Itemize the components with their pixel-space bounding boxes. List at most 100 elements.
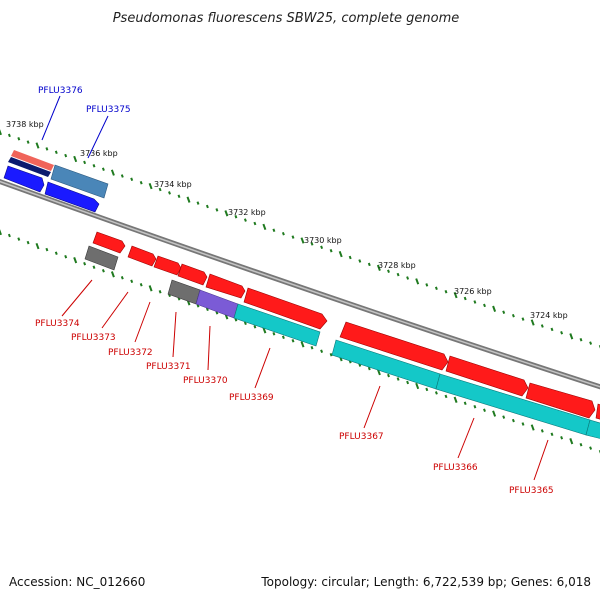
feature-cyan-1[interactable] [233,303,321,347]
major-tick [224,210,229,217]
minor-tick [444,394,448,399]
minor-tick [272,332,276,336]
minor-tick [168,191,171,195]
minor-tick [158,187,162,192]
minor-tick [92,265,96,269]
feature-red-9[interactable] [525,382,596,419]
minor-tick [243,218,247,222]
minor-tick [83,160,87,165]
major-tick [569,333,574,340]
major-tick [415,278,420,285]
major-tick [300,341,305,348]
feature-blue-arrow-1[interactable] [3,165,45,193]
minor-tick [483,303,486,308]
feature-grey-2[interactable] [167,279,201,305]
major-tick [0,228,2,236]
gene-label-forward[interactable]: PFLU3370 [183,376,228,386]
minor-tick [120,174,124,178]
minor-tick [387,373,390,378]
scale-ticks-inner [0,228,600,454]
minor-tick [253,325,257,329]
minor-tick [54,251,58,255]
forward-strand-features [92,231,600,422]
feature-red-3[interactable] [153,255,182,276]
major-tick [376,368,381,376]
feature-red-7[interactable] [339,321,449,371]
minor-tick [281,231,285,236]
gene-label-forward[interactable]: PFLU3367 [339,432,384,442]
minor-tick [550,327,554,332]
minor-tick [560,331,564,335]
feature-cyan-4[interactable] [585,419,600,441]
minor-tick [367,262,371,267]
feature-red-2[interactable] [127,245,157,267]
minor-tick [463,401,467,406]
gene-label-forward[interactable]: PFLU3373 [71,333,116,343]
minor-tick [550,432,554,437]
minor-tick [7,133,11,138]
major-tick [492,305,497,312]
genome-summary-text: Topology: circular; Length: 6,722,539 bp… [260,575,591,589]
minor-tick [26,140,30,144]
minor-tick [272,228,276,233]
feature-red-6[interactable] [243,287,328,330]
minor-tick [45,247,49,252]
minor-tick [320,349,324,353]
gene-label-reverse[interactable]: PFLU3376 [38,86,83,96]
scale-label: 3726 kbp [454,287,492,296]
feature-pflu3376-upper[interactable] [11,150,54,171]
minor-tick [234,214,238,219]
minor-tick [45,147,49,151]
minor-tick [64,153,68,158]
minor-tick [483,408,486,412]
feature-pflu3376-lower[interactable] [8,157,51,177]
minor-tick [310,345,314,350]
minor-tick [463,296,467,301]
minor-tick [396,272,400,277]
minor-tick [130,177,134,182]
feature-red-1[interactable] [92,231,126,254]
gene-label-forward[interactable]: PFLU3371 [146,362,191,372]
minor-tick [83,261,87,266]
feature-grey-1[interactable] [84,245,119,271]
feature-blue-arrow-2[interactable] [44,181,100,213]
feature-red-8[interactable] [445,355,529,397]
minor-tick [291,339,295,343]
feature-pflu3375[interactable] [50,164,109,199]
major-tick [73,155,78,163]
gene-label-forward[interactable]: PFLU3372 [108,348,153,358]
minor-tick [329,352,333,357]
minor-tick [511,313,515,318]
minor-tick [92,164,96,168]
feature-red-10[interactable] [595,403,600,422]
minor-tick [130,279,134,284]
minor-tick [396,377,400,381]
minor-tick [158,290,162,294]
minor-tick [329,248,333,253]
gene-label-reverse[interactable]: PFLU3375 [86,105,131,115]
gene-label-forward[interactable]: PFLU3365 [509,486,554,496]
major-tick [35,242,40,250]
feature-red-4[interactable] [177,263,208,286]
minor-tick [502,415,506,419]
major-tick [148,285,153,292]
minor-tick [473,300,477,304]
gene-label-forward[interactable]: PFLU3374 [35,319,80,329]
feature-red-5[interactable] [205,273,246,299]
scale-label: 3730 kbp [304,236,342,245]
major-tick [0,128,2,136]
minor-tick [511,418,515,423]
minor-tick [26,240,30,245]
minor-tick [101,269,105,273]
major-tick [110,169,115,176]
gene-label-forward[interactable]: PFLU3366 [433,463,478,473]
minor-tick [215,208,219,212]
major-tick [376,264,381,271]
minor-tick [64,254,68,259]
minor-tick [253,221,257,226]
minor-tick [425,283,429,287]
minor-tick [358,259,362,263]
gene-label-forward[interactable]: PFLU3369 [229,393,274,403]
major-tick [530,424,535,431]
